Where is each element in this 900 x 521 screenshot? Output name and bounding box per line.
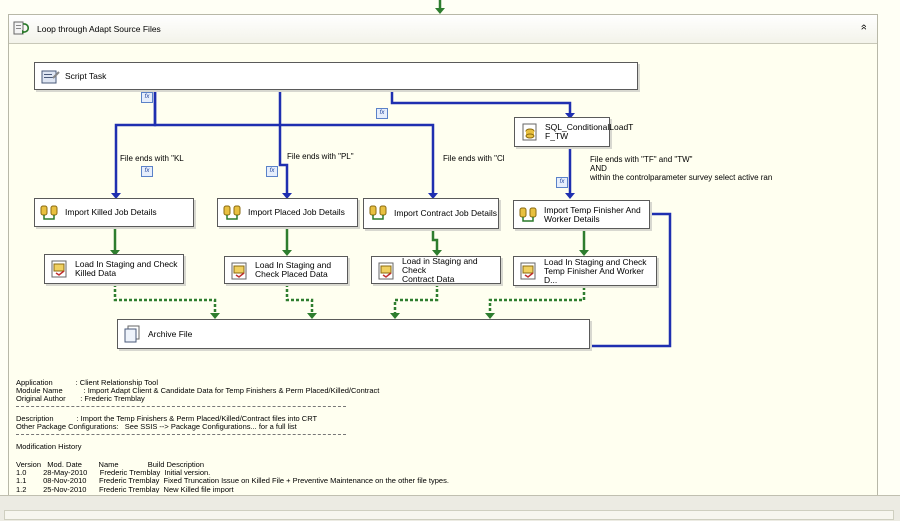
annotation-author: Original Author : Frederic Tremblay bbox=[16, 394, 145, 403]
execute-package-icon bbox=[378, 262, 394, 280]
incoming-connector bbox=[435, 0, 445, 14]
task-label: Import Placed Job Details bbox=[248, 207, 345, 217]
history-row: 1.0 28-May-2010 Frederic Tremblay Initia… bbox=[16, 468, 211, 477]
task-label: Load In Staging and Check Temp Finisher … bbox=[544, 256, 647, 285]
history-row: 1.2 25-Nov-2010 Frederic Tremblay New Ki… bbox=[16, 486, 234, 493]
sql-task-icon bbox=[522, 123, 537, 141]
precedence-constraints bbox=[110, 90, 672, 348]
history-row: 1.1 08-Nov-2010 Frederic Tremblay Fixed … bbox=[16, 476, 449, 485]
annotation-divider bbox=[16, 406, 346, 407]
task-label: Import Contract Job Details bbox=[394, 208, 497, 218]
condition-label-cl: File ends with "Cl bbox=[443, 154, 505, 163]
expression-icon[interactable]: fx bbox=[141, 92, 153, 103]
constraint-script-sql bbox=[390, 90, 572, 115]
completion-killed-archive bbox=[113, 284, 217, 315]
data-flow-icon bbox=[223, 205, 241, 220]
history-header: Version Mod. Date Name Build Description bbox=[16, 460, 204, 469]
archive-file-task[interactable]: Archive File bbox=[117, 319, 590, 349]
annotation-config: Other Package Configurations: See SSIS -… bbox=[16, 422, 297, 431]
execute-package-icon bbox=[51, 260, 67, 278]
annotation-description: Description : Import the Temp Finishers … bbox=[16, 414, 318, 423]
annotation-divider bbox=[16, 434, 346, 435]
constraint-contract-staging bbox=[431, 230, 439, 252]
staging-killed-task[interactable]: Load In Staging and Check Killed Data bbox=[44, 254, 184, 284]
sql-conditional-load-task[interactable]: SQL_ConditionalLoadT F_TW bbox=[514, 117, 633, 147]
constraint-script-placed bbox=[278, 90, 289, 195]
staging-contract-task[interactable]: Load in Staging and Check Contract Data bbox=[371, 256, 501, 284]
file-system-icon bbox=[124, 325, 140, 343]
import-temp-finisher-task[interactable]: Import Temp Finisher And Worker Details bbox=[513, 200, 650, 229]
task-label: Script Task bbox=[65, 70, 107, 81]
completion-placed-archive bbox=[285, 284, 314, 315]
script-task-icon bbox=[41, 70, 60, 84]
container-title: Loop through Adapt Source Files bbox=[37, 24, 161, 34]
task-label: Import Temp Finisher And Worker Details bbox=[544, 204, 641, 224]
import-contract-task[interactable]: Import Contract Job Details bbox=[363, 198, 499, 229]
annotation-mod-title: Modification History bbox=[16, 442, 82, 451]
task-label: Load In Staging and Check Placed Data bbox=[255, 260, 332, 279]
condition-label-pl: File ends with "PL" bbox=[287, 152, 354, 161]
constraint-script-killed bbox=[114, 90, 157, 195]
staging-placed-task[interactable]: Load In Staging and Check Placed Data bbox=[224, 256, 348, 284]
task-label: Archive File bbox=[148, 328, 193, 339]
completion-temp-archive bbox=[488, 287, 586, 315]
horizontal-scrollbar-area[interactable] bbox=[0, 495, 900, 521]
staging-temp-task[interactable]: Load In Staging and Check Temp Finisher … bbox=[513, 256, 657, 286]
condition-label-tftw: File ends with "TF" and "TW" AND within … bbox=[590, 155, 773, 182]
expression-icon[interactable]: fx bbox=[266, 166, 278, 177]
constraint-script-contract bbox=[153, 90, 435, 195]
annotation-application: Application : Client Relationship Tool bbox=[16, 378, 159, 387]
completion-contract-archive bbox=[393, 284, 439, 315]
script-task[interactable]: Script Task bbox=[34, 62, 638, 90]
task-label: SQL_ConditionalLoadT F_TW bbox=[545, 122, 634, 141]
execute-package-icon bbox=[520, 262, 536, 280]
execute-package-icon bbox=[231, 262, 247, 280]
task-label: Load in Staging and Check Contract Data bbox=[402, 255, 478, 284]
scrollbar-track[interactable] bbox=[4, 510, 894, 520]
designer-canvas[interactable]: Loop through Adapt Source Files » bbox=[0, 0, 900, 498]
import-placed-task[interactable]: Import Placed Job Details bbox=[217, 198, 358, 227]
import-killed-task[interactable]: Import Killed Job Details bbox=[34, 198, 194, 227]
container-header[interactable]: Loop through Adapt Source Files » bbox=[9, 15, 877, 44]
data-flow-icon bbox=[40, 205, 58, 220]
constraint-temp-archive bbox=[592, 212, 672, 348]
foreach-loop-icon bbox=[13, 21, 30, 35]
annotation-module: Module Name : Import Adapt Client & Cand… bbox=[16, 386, 380, 395]
expression-icon[interactable]: fx bbox=[556, 177, 568, 188]
task-label: Import Killed Job Details bbox=[65, 207, 157, 217]
condition-label-kl: File ends with "KL bbox=[120, 154, 184, 163]
expression-icon[interactable]: fx bbox=[141, 166, 153, 177]
task-label: Load In Staging and Check Killed Data bbox=[75, 259, 178, 278]
expression-icon[interactable]: fx bbox=[376, 108, 388, 119]
data-flow-icon bbox=[519, 207, 537, 222]
data-flow-icon bbox=[369, 205, 387, 220]
